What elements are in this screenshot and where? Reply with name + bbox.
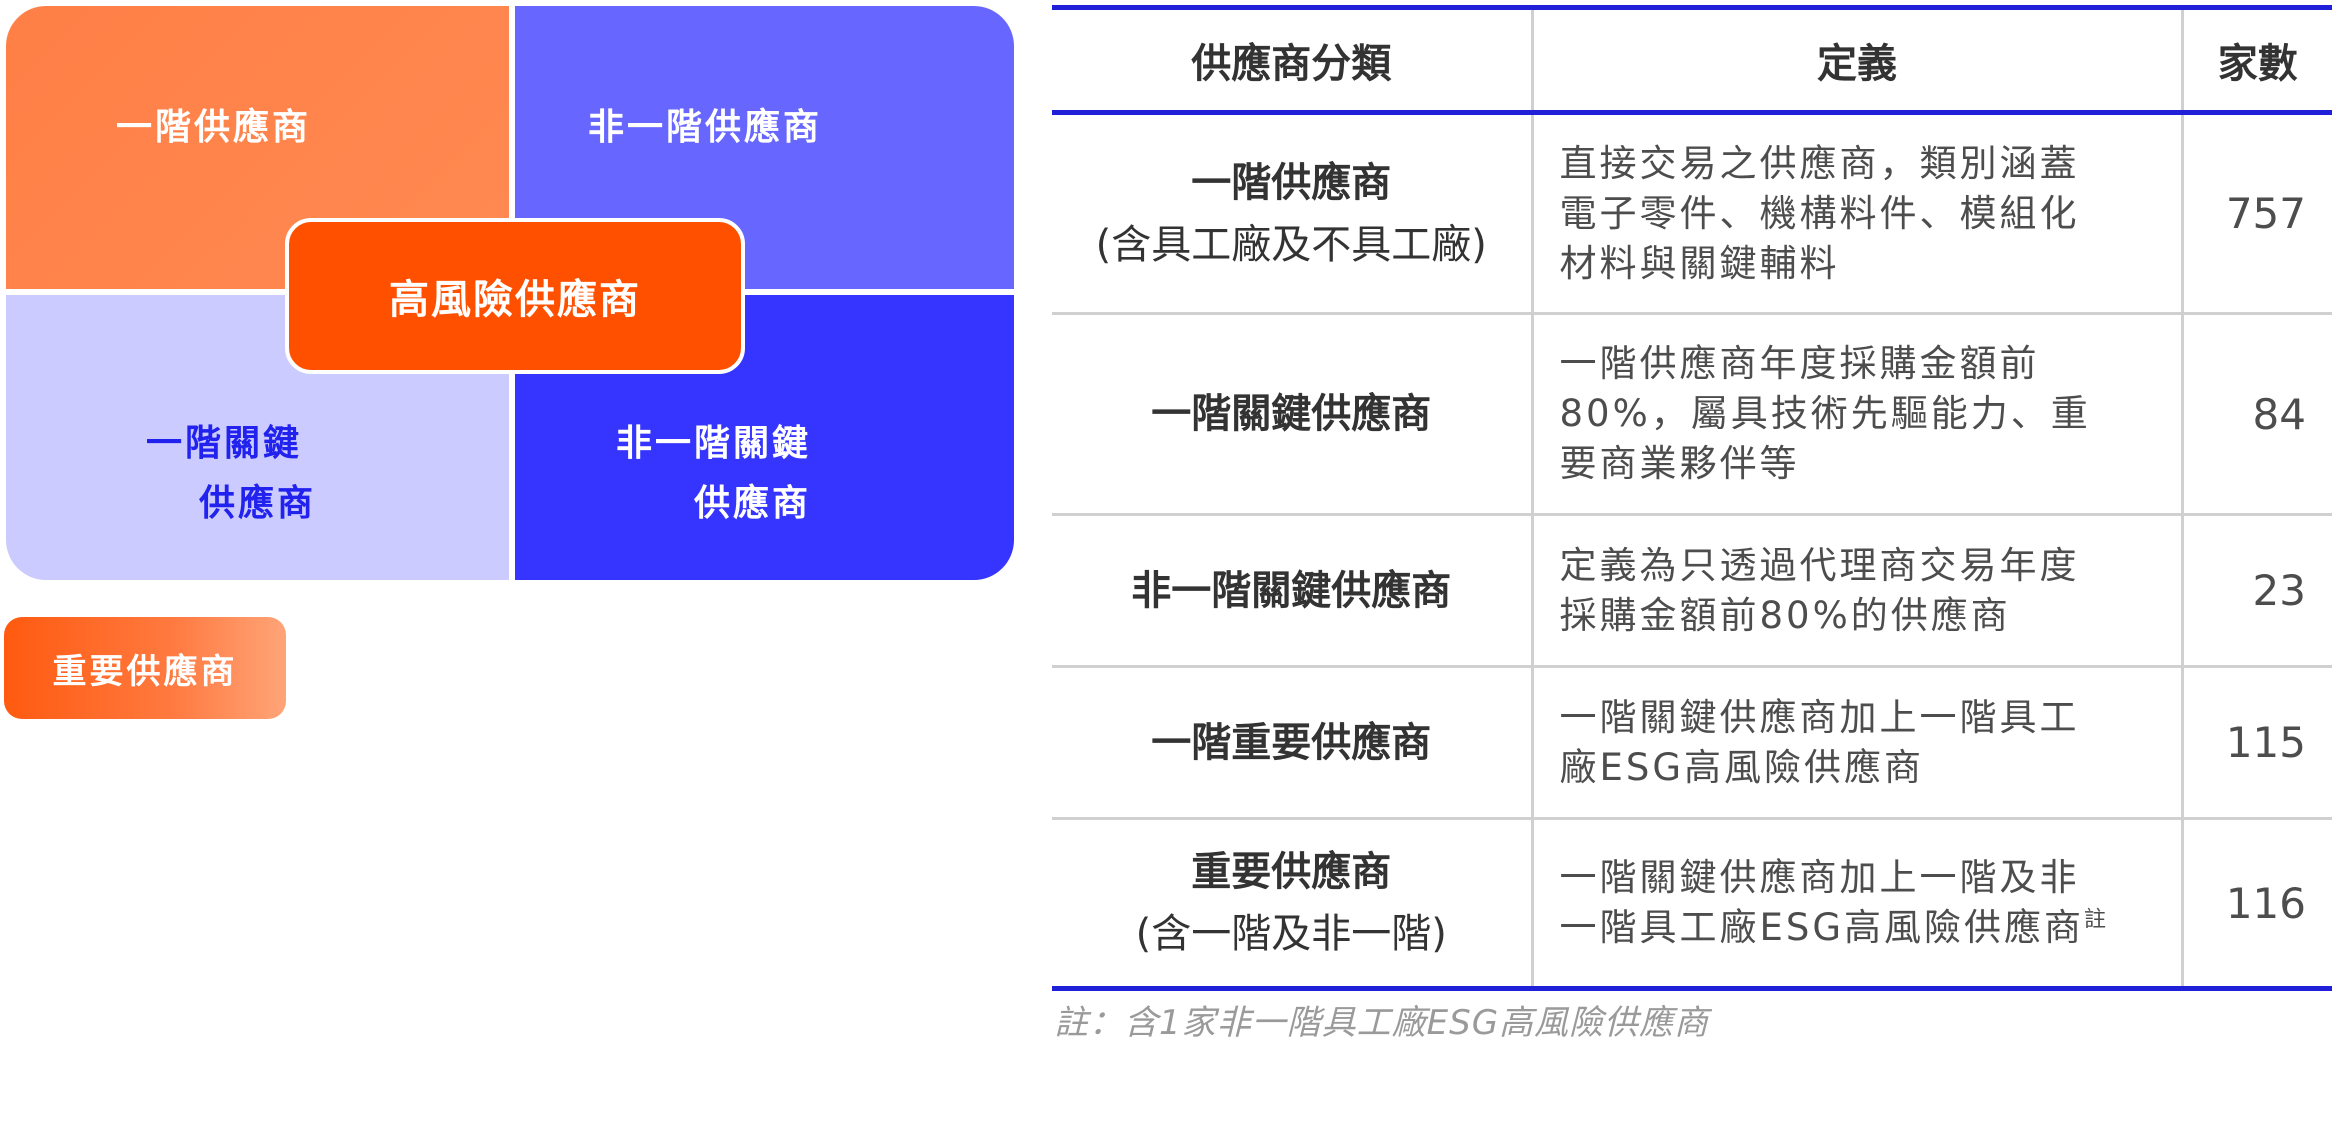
category-name: 一階供應商 [1191, 159, 1392, 206]
label-tier1-suppliers: 一階供應商 [116, 107, 312, 148]
count-cell: 757 [2180, 112, 2332, 315]
header-definition: 定義 [1530, 5, 2182, 115]
category-cell: 一階供應商 (含具工廠及不具工廠) [1052, 112, 1532, 315]
table-row: 重要供應商 (含一階及非一階) 一階關鍵供應商加上一階及非 一階具工廠ESG高風… [1052, 818, 2332, 991]
definition-line: 直接交易之供應商，類別涵蓋 [1559, 141, 2080, 185]
definition-line: 採購金額前80%的供應商 [1559, 593, 2011, 637]
label-non-tier1-suppliers: 非一階供應商 [588, 107, 823, 148]
high-risk-suppliers-box: 高風險供應商 [285, 218, 745, 374]
label-non-tier1-critical-line1: 非一階關鍵 [616, 423, 812, 464]
count-cell: 116 [2180, 818, 2332, 991]
high-risk-suppliers-label: 高風險供應商 [389, 277, 641, 323]
definition-cell: 一階關鍵供應商加上一階具工 廠ESG高風險供應商 [1530, 666, 2182, 820]
category-subtitle: (含具工廠及不具工廠) [1095, 221, 1487, 268]
category-cell: 一階關鍵供應商 [1052, 313, 1532, 516]
label-non-tier1-critical-line2: 供應商 [694, 483, 812, 524]
supplier-classification-table: 供應商分類 定義 家數 一階供應商 (含具工廠及不具工廠) 直接交易之供應商，類… [1052, 5, 2332, 991]
definition-line: 廠ESG高風險供應商 [1559, 745, 1925, 789]
definition-line: 定義為只透過代理商交易年度 [1559, 543, 2080, 587]
definition-line: 材料與關鍵輔料 [1559, 241, 1840, 285]
table-row: 一階供應商 (含具工廠及不具工廠) 直接交易之供應商，類別涵蓋 電子零件、機構料… [1052, 112, 2332, 315]
definition-line: 一階關鍵供應商加上一階及非 [1559, 856, 2080, 899]
category-name: 一階關鍵供應商 [1151, 391, 1432, 437]
count-cell: 115 [2180, 666, 2332, 820]
definition-cell: 直接交易之供應商，類別涵蓋 電子零件、機構料件、模組化 材料與關鍵輔料 [1530, 112, 2182, 315]
definition-line: 電子零件、機構料件、模組化 [1559, 191, 2080, 235]
important-suppliers-legend: 重要供應商 [4, 617, 286, 719]
definition-cell: 定義為只透過代理商交易年度 採購金額前80%的供應商 [1530, 514, 2182, 668]
important-suppliers-label: 重要供應商 [52, 651, 238, 692]
category-cell: 非一階關鍵供應商 [1052, 514, 1532, 668]
category-name: 重要供應商 [1191, 849, 1392, 895]
count-cell: 23 [2180, 514, 2332, 668]
header-count: 家數 [2180, 5, 2332, 115]
footnote-marker: 註 [2084, 907, 2107, 933]
supplier-quadrant-diagram: 一階供應商 非一階供應商 一階關鍵 供應商 非一階關鍵 供應商 高風險供應商 [6, 6, 1014, 580]
category-subtitle: (含一階及非一階) [1135, 911, 1447, 957]
category-name: 一階重要供應商 [1151, 719, 1432, 766]
table-row: 一階重要供應商 一階關鍵供應商加上一階具工 廠ESG高風險供應商 115 [1052, 666, 2332, 820]
count-cell: 84 [2180, 313, 2332, 516]
category-name: 非一階關鍵供應商 [1131, 567, 1452, 614]
table-header-row: 供應商分類 定義 家數 [1052, 5, 2332, 115]
table-row: 非一階關鍵供應商 定義為只透過代理商交易年度 採購金額前80%的供應商 23 [1052, 514, 2332, 668]
label-tier1-critical-line2: 供應商 [199, 483, 317, 524]
header-category: 供應商分類 [1052, 5, 1532, 115]
definition-cell: 一階關鍵供應商加上一階及非 一階具工廠ESG高風險供應商註 [1530, 818, 2182, 991]
definition-line: 80%，屬具技術先驅能力、重 [1559, 392, 2091, 435]
definition-line-text: 一階具工廠ESG高風險供應商 [1559, 906, 2085, 949]
label-tier1-critical-line1: 一階關鍵 [146, 423, 303, 464]
definition-line: 一階供應商年度採購金額前 [1559, 342, 2040, 385]
table-row: 一階關鍵供應商 一階供應商年度採購金額前 80%，屬具技術先驅能力、重 要商業夥… [1052, 313, 2332, 516]
definition-line: 一階關鍵供應商加上一階具工 [1559, 695, 2080, 739]
definition-line: 一階具工廠ESG高風險供應商註 [1560, 903, 2161, 953]
table-footnote: 註：含1家非一階具工廠ESG高風險供應商 [1054, 1003, 1710, 1043]
category-cell: 一階重要供應商 [1052, 666, 1532, 820]
category-cell: 重要供應商 (含一階及非一階) [1052, 818, 1532, 991]
definition-cell: 一階供應商年度採購金額前 80%，屬具技術先驅能力、重 要商業夥伴等 [1530, 313, 2182, 516]
definition-line: 要商業夥伴等 [1559, 442, 1800, 485]
